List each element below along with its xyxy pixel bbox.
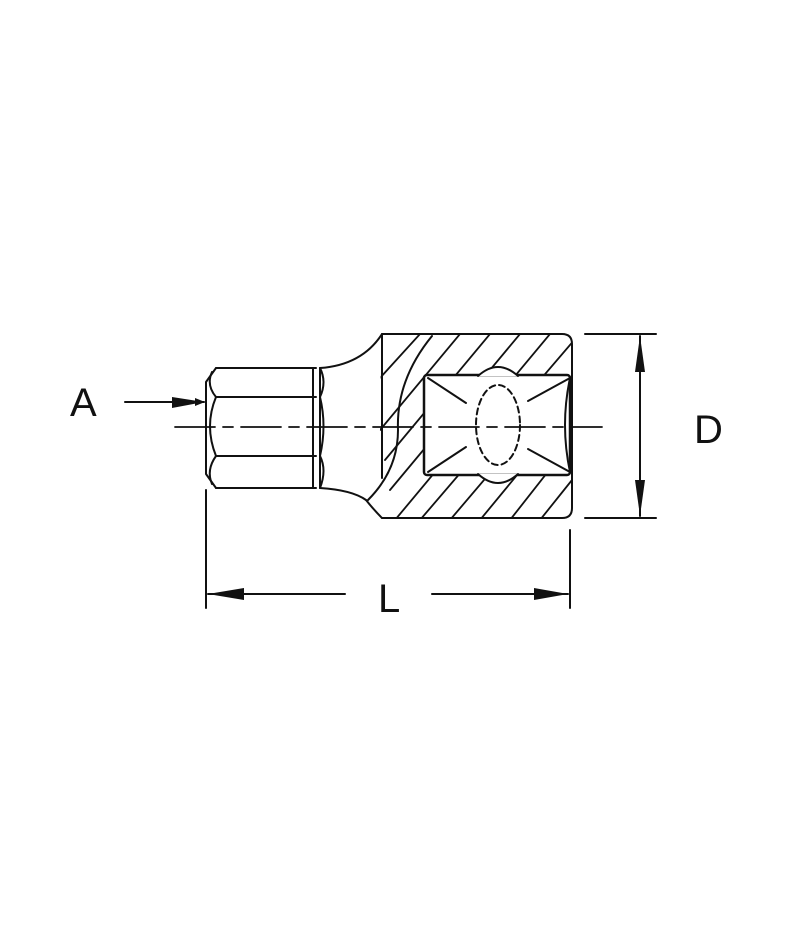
label-d: D — [694, 408, 723, 452]
hex-bit — [205, 367, 325, 489]
label-a: A — [70, 381, 97, 425]
socket-body — [365, 333, 573, 519]
dimension-l — [205, 489, 571, 609]
dimension-d — [584, 333, 657, 519]
drive-cavity — [422, 366, 572, 484]
label-l: L — [378, 577, 400, 621]
neck — [319, 333, 383, 501]
